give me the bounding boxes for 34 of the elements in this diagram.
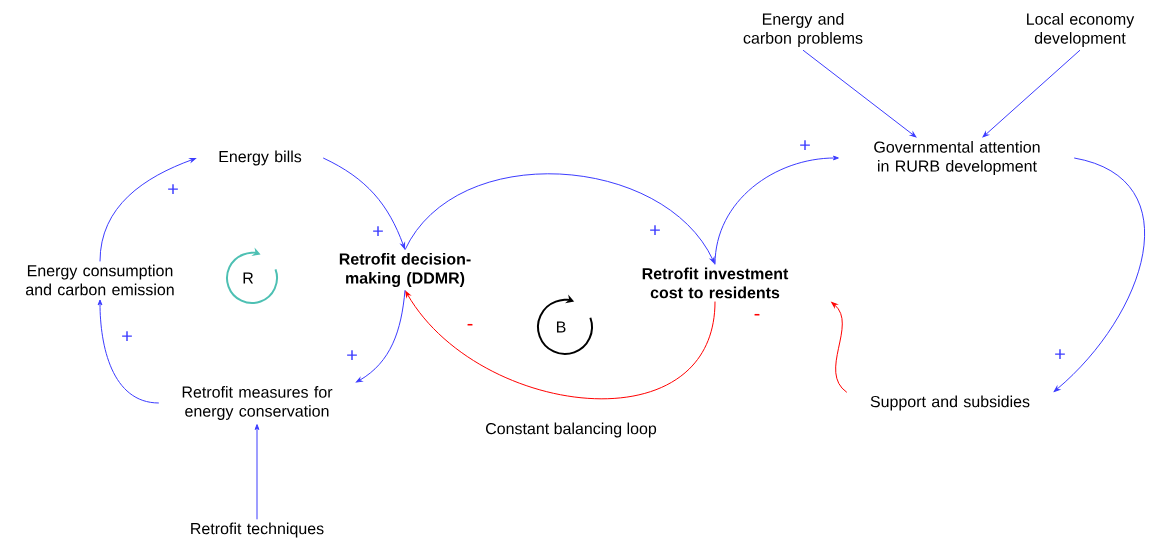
variable-label: Support and subsidies bbox=[870, 395, 1030, 411]
arrow bbox=[97, 299, 160, 404]
arrow bbox=[831, 302, 848, 393]
variable-label: Retrofit measures for energy conservation bbox=[182, 386, 333, 420]
polarity-sign: + bbox=[798, 139, 812, 153]
variable-label: Energy consumption and carbon emission bbox=[26, 264, 174, 296]
arrow bbox=[355, 289, 406, 383]
polarity-sign: + bbox=[345, 349, 359, 363]
variable-label: Local economy development bbox=[1027, 13, 1135, 47]
polarity-sign: + bbox=[120, 330, 134, 344]
polarity-sign: + bbox=[371, 225, 385, 239]
polarity-sign: + bbox=[648, 224, 662, 238]
polarity-sign: - bbox=[465, 322, 475, 332]
arrow bbox=[254, 424, 260, 520]
variable-label: Energy and carbon problems bbox=[743, 13, 863, 47]
loop-label: R bbox=[243, 272, 254, 284]
arrow bbox=[405, 290, 716, 399]
arrow bbox=[982, 49, 1081, 138]
loop-label: B bbox=[557, 321, 566, 333]
loop-caption: Constant balancing loop bbox=[486, 422, 657, 438]
arrow bbox=[1053, 157, 1146, 392]
variable-label: Retrofit decision-making (DDMR) bbox=[339, 253, 471, 287]
arrow bbox=[99, 157, 196, 262]
arrow bbox=[322, 157, 406, 249]
variable-label: Governmental attention in RURB development bbox=[874, 141, 1040, 175]
arrow bbox=[404, 173, 715, 264]
variable-label: Retrofit techniques bbox=[191, 522, 324, 538]
variable-label: Energy bills bbox=[219, 150, 302, 166]
arrow bbox=[714, 155, 839, 265]
variable-label: Retrofit investment cost to residents bbox=[642, 267, 789, 299]
polarity-sign: + bbox=[166, 183, 180, 197]
polarity-sign: - bbox=[752, 312, 762, 322]
arrow bbox=[802, 49, 917, 138]
polarity-sign: + bbox=[1053, 348, 1067, 362]
